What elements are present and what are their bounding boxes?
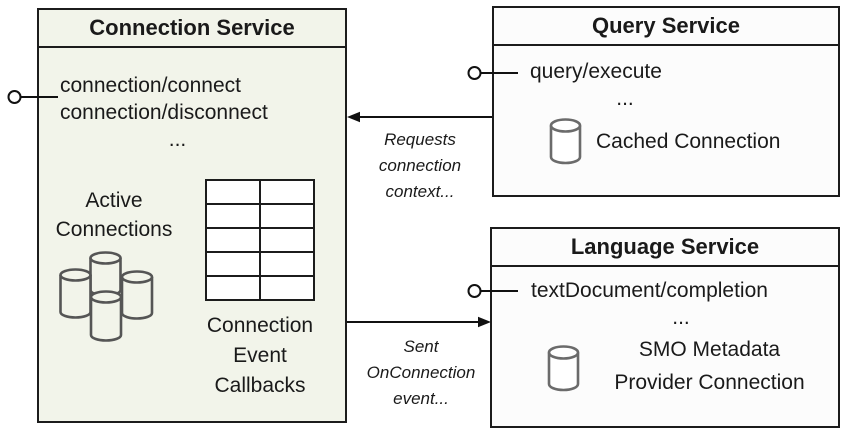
table-cell: [261, 229, 313, 251]
requests-arrow: [347, 111, 492, 123]
table-cell: [261, 205, 313, 227]
connection-service-methods: connection/connect connection/disconnect…: [60, 72, 295, 153]
callback-table-label: Connection Event Callbacks: [206, 314, 314, 397]
connection-service-title: Connection Service: [39, 10, 345, 48]
cached-connection-row: Cached Connection: [549, 118, 780, 165]
table-cell: [207, 181, 259, 203]
method-textdocument-completion: textDocument/completion: [531, 279, 768, 302]
language-service-methods: textDocument/completion ...: [531, 277, 831, 331]
query-service-methods: query/execute ...: [530, 58, 720, 112]
query-service-box: Query Service query/execute ... Cached C…: [492, 6, 840, 197]
sent-onconnection-label: Sent OnConnection event...: [366, 337, 476, 408]
smo-metadata-label: SMO Metadata Provider Connection: [614, 338, 805, 394]
language-service-box: Language Service textDocument/completion…: [490, 227, 840, 428]
table-cell: [261, 277, 313, 299]
requests-connection-label: Requests connection context...: [378, 130, 462, 201]
method-connection-connect: connection/connect: [60, 74, 241, 97]
table-cell: [207, 277, 259, 299]
cached-connection-label: Cached Connection: [596, 129, 781, 153]
sent-arrow: [347, 316, 491, 328]
database-icon: [547, 345, 580, 392]
method-connection-disconnect: connection/disconnect: [60, 101, 268, 124]
database-icon: [549, 118, 582, 165]
table-cell: [207, 229, 259, 251]
table-cell: [207, 205, 259, 227]
methods-ellipsis: ...: [168, 128, 187, 151]
methods-ellipsis: ...: [616, 87, 634, 110]
language-service-title: Language Service: [492, 229, 838, 267]
callback-table: [205, 179, 315, 301]
table-cell: [207, 253, 259, 275]
active-connections-label: Active Connections: [55, 189, 173, 241]
methods-ellipsis: ...: [672, 306, 690, 329]
connection-service-box: Connection Service connection/connect co…: [37, 8, 347, 423]
table-cell: [261, 253, 313, 275]
database-cluster-icon: [59, 251, 154, 342]
query-service-title: Query Service: [494, 8, 838, 46]
table-cell: [261, 181, 313, 203]
method-query-execute: query/execute: [530, 60, 662, 83]
